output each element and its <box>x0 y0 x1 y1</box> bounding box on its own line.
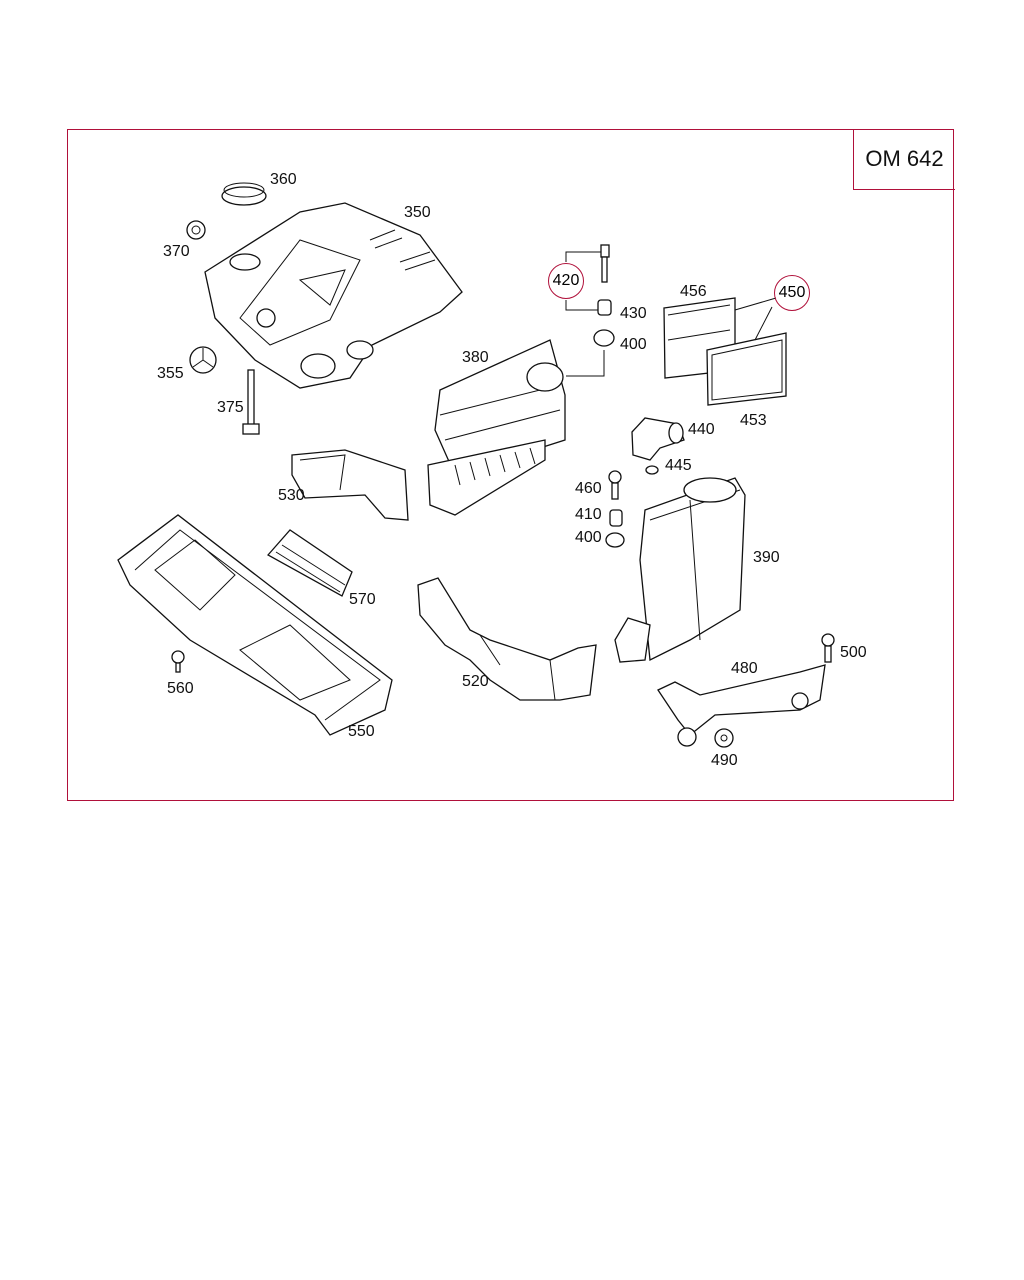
part-350-engine-cover <box>204 202 463 389</box>
part-570-resonator <box>266 529 353 597</box>
label-460[interactable]: 460 <box>575 480 602 497</box>
part-460-bolt <box>608 470 622 500</box>
part-390-housing <box>614 477 746 663</box>
label-400-mid[interactable]: 400 <box>575 529 602 546</box>
part-380-air-filter-housing <box>427 339 566 516</box>
part-430-sleeve <box>597 299 612 316</box>
part-500-bolt <box>821 633 835 663</box>
label-450[interactable]: 450 <box>774 275 810 311</box>
label-570[interactable]: 570 <box>349 591 376 608</box>
part-530-air-duct <box>291 449 409 521</box>
label-490[interactable]: 490 <box>711 752 738 769</box>
part-360-cap <box>221 182 267 206</box>
label-445[interactable]: 445 <box>665 457 692 474</box>
engine-code-title: OM 642 <box>853 129 955 190</box>
part-560-clip <box>171 650 185 673</box>
label-380[interactable]: 380 <box>462 349 489 366</box>
part-400-mount-b <box>605 532 625 548</box>
part-480-bracket <box>657 664 826 736</box>
part-520-intake-hose <box>417 577 597 701</box>
label-350[interactable]: 350 <box>404 204 431 221</box>
label-410[interactable]: 410 <box>575 506 602 523</box>
label-500[interactable]: 500 <box>840 644 867 661</box>
part-370-grommet <box>186 220 206 240</box>
part-490-damper <box>677 727 734 748</box>
part-420-bolt <box>600 244 610 283</box>
label-390[interactable]: 390 <box>753 549 780 566</box>
label-400-top[interactable]: 400 <box>620 336 647 353</box>
label-420[interactable]: 420 <box>548 263 584 299</box>
label-560[interactable]: 560 <box>167 680 194 697</box>
label-355[interactable]: 355 <box>157 365 184 382</box>
label-430[interactable]: 430 <box>620 305 647 322</box>
part-445-seal-ring <box>645 465 659 475</box>
part-410-sleeve <box>609 509 623 527</box>
label-530[interactable]: 530 <box>278 487 305 504</box>
part-550-air-duct-tray <box>117 514 393 736</box>
label-370[interactable]: 370 <box>163 243 190 260</box>
label-520[interactable]: 520 <box>462 673 489 690</box>
label-453[interactable]: 453 <box>740 412 767 429</box>
part-355-star-emblem <box>189 346 217 374</box>
part-375-bolt <box>242 369 260 435</box>
label-456[interactable]: 456 <box>680 283 707 300</box>
label-550[interactable]: 550 <box>348 723 375 740</box>
part-440-elbow <box>631 417 685 461</box>
part-400-mount-a <box>593 329 615 347</box>
label-480[interactable]: 480 <box>731 660 758 677</box>
diagram-frame <box>67 129 954 801</box>
label-360[interactable]: 360 <box>270 171 297 188</box>
label-440[interactable]: 440 <box>688 421 715 438</box>
label-375[interactable]: 375 <box>217 399 244 416</box>
part-453-filter-element <box>706 332 787 406</box>
